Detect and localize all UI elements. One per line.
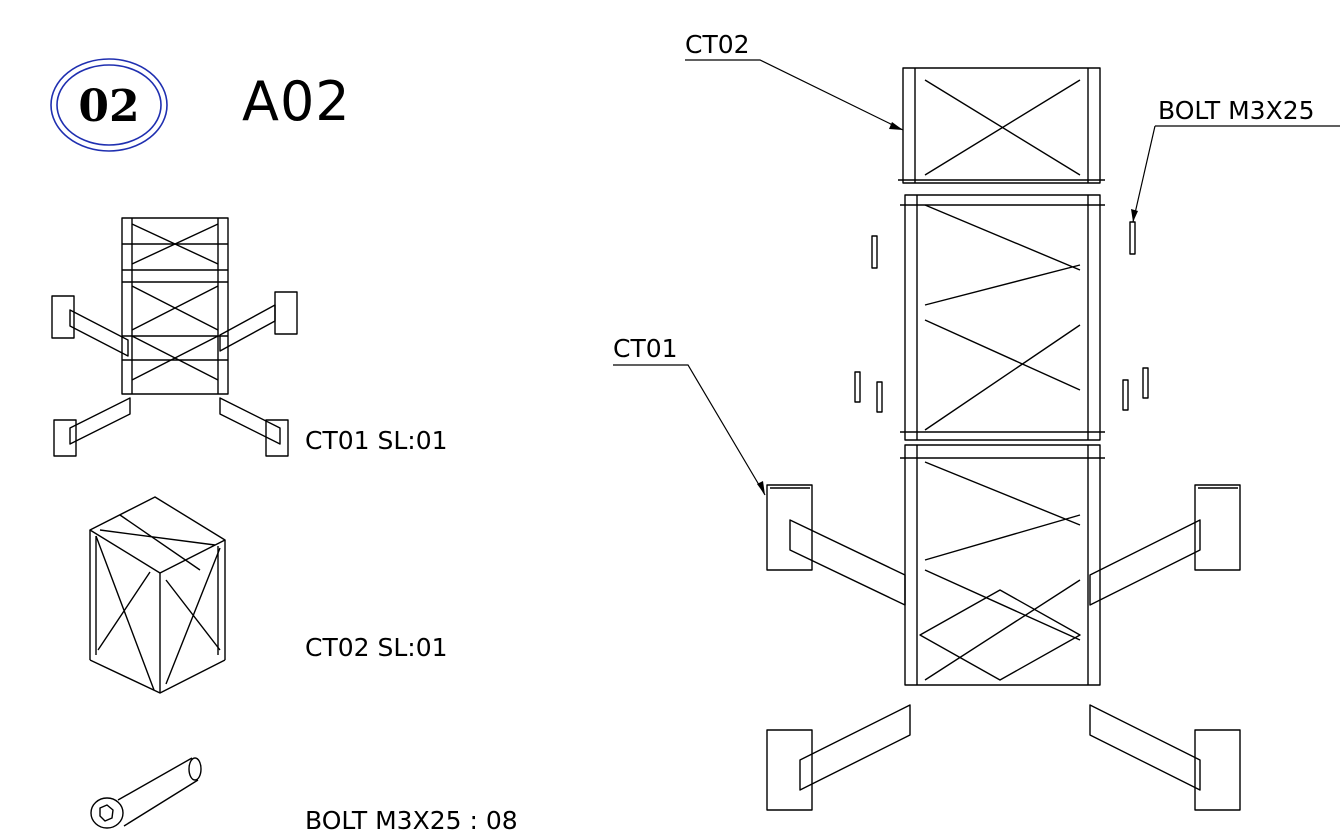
step-number-badge: 02 (50, 58, 168, 152)
step-title: A02 (242, 70, 351, 133)
bolt-exploded (854, 221, 1149, 413)
part-label-ct02: CT02 SL:01 (305, 633, 448, 662)
main-assembly-view (766, 67, 1241, 811)
ct02-truss-cube-icon (89, 496, 226, 694)
part-label-bolt: BOLT M3X25 : 08 (305, 806, 518, 835)
callout-ct01: CT01 (613, 334, 678, 363)
callout-leaders (613, 59, 1340, 496)
ct01-base-frame-icon (51, 217, 298, 457)
step-number: 02 (78, 81, 139, 132)
part-label-ct01: CT01 SL:01 (305, 426, 448, 455)
callout-bolt: BOLT M3X25 (1158, 96, 1315, 125)
bolt-icon (90, 757, 202, 829)
callout-ct02: CT02 (685, 30, 750, 59)
